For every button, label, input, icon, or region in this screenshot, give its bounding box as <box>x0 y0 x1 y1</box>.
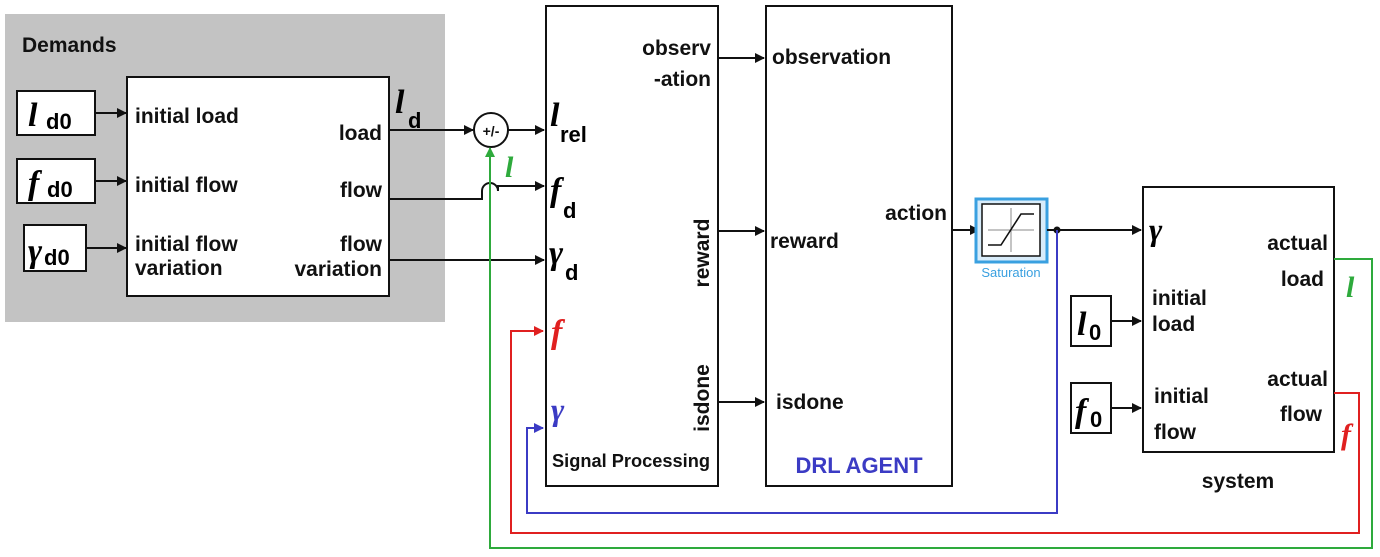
feedback-l-label-sum: l <box>505 151 514 184</box>
system-out-actual-flow-2: flow <box>1280 403 1323 426</box>
wire-gamma-feedback <box>526 230 1058 514</box>
ld-subscript: d <box>408 108 421 133</box>
f0-subscript: 0 <box>1090 407 1102 432</box>
demands-out-flow-variation-1: flow <box>340 233 383 256</box>
drl-agent-block[interactable] <box>765 5 953 487</box>
demands-title: Demands <box>22 34 117 57</box>
ld-symbol: l <box>395 84 405 121</box>
sp-in-fd-symbol: f <box>550 172 565 209</box>
constant-fd0[interactable]: f d0 <box>16 158 96 204</box>
gd0-subscript: d0 <box>44 245 70 270</box>
constant-f0[interactable]: f 0 <box>1070 382 1112 434</box>
f0-symbol: f <box>1075 393 1090 430</box>
system-in-gamma: γ <box>1149 211 1163 247</box>
demands-block[interactable] <box>126 76 390 297</box>
fd0-subscript: d0 <box>47 177 73 202</box>
gd0-symbol: γ <box>28 233 43 270</box>
demands-out-load: load <box>339 122 382 145</box>
system-out-actual-flow-1: actual <box>1267 368 1328 391</box>
demands-out-flow: flow <box>340 179 383 202</box>
wire-l-feedback <box>485 147 1373 549</box>
demands-in-initial-flow-variation-1: initial flow <box>135 233 238 256</box>
saturation-icon <box>988 208 1034 252</box>
ld0-symbol: l <box>28 97 38 134</box>
system-out-actual-load-2: load <box>1281 268 1324 291</box>
system-block[interactable] <box>1142 186 1335 453</box>
sp-in-lrel-symbol: l <box>550 97 560 134</box>
demands-in-initial-load: initial load <box>135 105 239 128</box>
system-title: system <box>1202 470 1274 493</box>
system-in-initial-flow-1: initial <box>1154 385 1209 408</box>
fd0-symbol: f <box>28 165 43 202</box>
drl-agent-title: DRL AGENT <box>795 453 923 478</box>
constant-gd0[interactable]: γ d0 <box>23 224 87 272</box>
sp-out-reward: reward <box>691 219 714 288</box>
sp-in-gamma: γ <box>551 391 565 427</box>
feedback-l-label-system: l <box>1346 271 1355 304</box>
sp-out-observation-2: -ation <box>654 68 711 91</box>
system-out-actual-load-1: actual <box>1267 232 1328 255</box>
sp-in-gd-subscript: d <box>565 260 578 285</box>
sum-label: +/- <box>483 123 500 139</box>
saturation-label: Saturation <box>981 265 1040 280</box>
l0-symbol: l <box>1077 306 1087 343</box>
constant-ld0[interactable]: l d0 <box>16 90 96 136</box>
drl-in-reward: reward <box>770 230 839 253</box>
l0-subscript: 0 <box>1089 320 1101 345</box>
constant-l0[interactable]: l 0 <box>1070 295 1112 347</box>
feedback-f-label-system: f <box>1341 418 1354 451</box>
drl-in-observation: observation <box>772 46 891 69</box>
sp-in-f: f <box>551 314 566 351</box>
drl-out-action: action <box>885 202 947 225</box>
sp-in-lrel-subscript: rel <box>560 122 587 147</box>
sp-out-isdone: isdone <box>691 364 714 432</box>
wire-f-feedback <box>510 326 1360 534</box>
drl-in-isdone: isdone <box>776 391 844 414</box>
signal-processing-title: Signal Processing <box>552 451 710 471</box>
demands-in-initial-flow-variation-2: variation <box>135 257 223 280</box>
system-in-initial-flow-2: flow <box>1154 421 1197 444</box>
sp-in-gd-symbol: γ <box>549 235 564 272</box>
system-in-initial-load-2: load <box>1152 313 1195 336</box>
system-in-initial-load-1: initial <box>1152 287 1207 310</box>
sp-in-fd-subscript: d <box>563 198 576 223</box>
signal-processing-block[interactable] <box>545 5 719 487</box>
ld0-subscript: d0 <box>46 109 72 134</box>
demands-out-flow-variation-2: variation <box>294 258 382 281</box>
demands-in-initial-flow: initial flow <box>135 174 238 197</box>
sp-out-observation-1: observ <box>642 37 711 60</box>
